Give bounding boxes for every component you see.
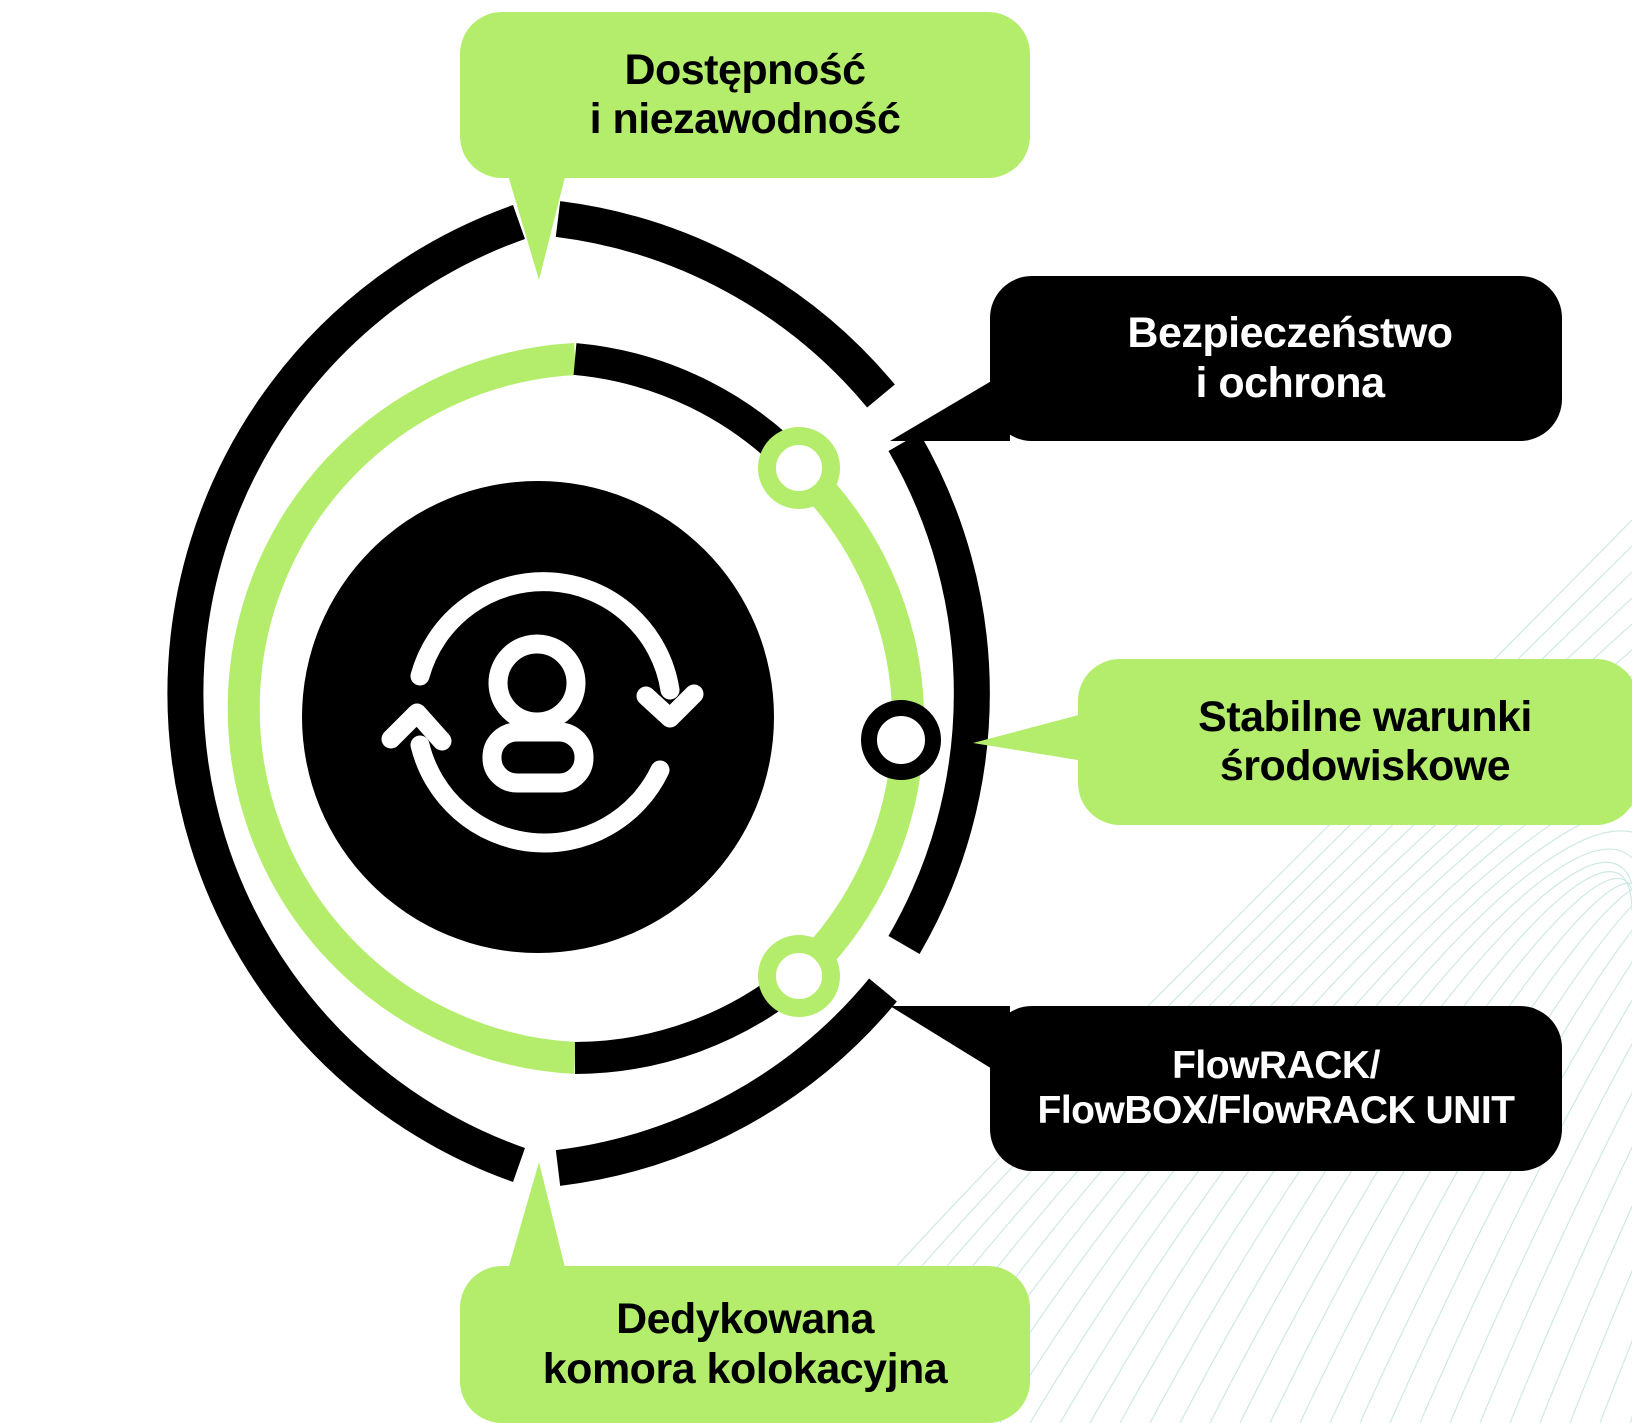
callout-right-box	[1078, 659, 1632, 825]
wave-line	[1479, 1091, 1632, 1423]
callout-upper-right-line-1: Bezpieczeństwo	[1127, 309, 1453, 358]
callout-bottom-line-2: komora kolokacyjna	[542, 1344, 948, 1393]
callout-top-pointer	[505, 165, 568, 280]
outer-ring-right-arc	[555, 201, 895, 408]
person-body-icon	[482, 722, 594, 793]
wave-line	[1209, 871, 1632, 1423]
callout-upper-right-box	[990, 276, 1562, 441]
callout-bottom-label: Dedykowana komora kolokacyjna	[460, 1266, 1030, 1423]
callout-bottom	[460, 1162, 1030, 1423]
outer-ring-left-arc	[167, 205, 526, 1182]
callout-upper-right	[890, 276, 1562, 441]
outer-ring	[167, 201, 990, 1186]
ring-node-lower	[758, 935, 840, 1017]
callout-upper-right-line-2: i ochrona	[1195, 358, 1385, 407]
wave-line	[1359, 929, 1632, 1423]
callout-upper-right-pointer	[890, 370, 1010, 441]
callout-top-box	[460, 12, 1030, 178]
callout-top-line-1: Dostępność	[624, 45, 866, 94]
callout-upper-right-label: Bezpieczeństwo i ochrona	[1020, 276, 1560, 441]
wave-line	[1119, 830, 1632, 1423]
callout-bottom-line-1: Dedykowana	[616, 1295, 874, 1344]
callout-right-pointer	[973, 712, 1090, 762]
wave-line	[1329, 905, 1632, 1423]
ring-node-upper	[758, 427, 840, 509]
wave-line	[1179, 861, 1632, 1423]
callout-lower-right-pointer	[890, 1006, 1010, 1080]
wave-line	[1239, 877, 1632, 1423]
ring-node-right	[861, 700, 941, 780]
wave-line	[1149, 848, 1632, 1423]
outer-ring-bottom-arc	[555, 978, 897, 1186]
bottom-arrow-head-icon	[381, 703, 452, 751]
callout-lower-right-line-2: FlowBOX/FlowRACK UNIT	[1037, 1088, 1515, 1132]
callout-bottom-pointer	[505, 1162, 568, 1280]
callout-lower-right-box	[990, 1006, 1562, 1171]
bottom-arrow-arc-icon	[410, 735, 670, 853]
top-arrow-arc-icon	[410, 572, 680, 700]
middle-ring-left-arc	[227, 343, 576, 1074]
callout-lower-right-line-1: FlowRACK/	[1172, 1043, 1380, 1087]
callout-right-label: Stabilne warunki środowiskowe	[1100, 659, 1630, 825]
callout-bottom-box	[460, 1266, 1030, 1423]
callout-lower-right-label: FlowRACK/ FlowBOX/FlowRACK UNIT	[990, 1006, 1562, 1171]
callout-right	[973, 659, 1632, 825]
wave-line	[1389, 961, 1632, 1423]
callout-lower-right	[890, 1006, 1562, 1171]
top-arrow-head-icon	[636, 684, 704, 728]
wave-line	[1299, 889, 1632, 1423]
wave-line	[1449, 1042, 1632, 1423]
wave-line	[1569, 1220, 1632, 1423]
person-head-icon	[488, 634, 586, 732]
wave-line	[1269, 882, 1632, 1423]
user-sync-icon	[381, 572, 704, 853]
outer-ring-right-lower-arc	[888, 432, 990, 955]
callout-top-label: Dostępność i niezawodność	[460, 12, 1030, 178]
wave-line	[1509, 1146, 1632, 1423]
callout-top-line-2: i niezawodność	[589, 95, 901, 143]
wave-line	[1419, 999, 1632, 1423]
callout-top	[460, 12, 1030, 280]
wave-line	[1089, 805, 1632, 1423]
wave-line	[1539, 1194, 1632, 1423]
callout-right-line-1: Stabilne warunki	[1198, 692, 1532, 741]
callout-right-line-2: środowiskowe	[1219, 742, 1511, 790]
